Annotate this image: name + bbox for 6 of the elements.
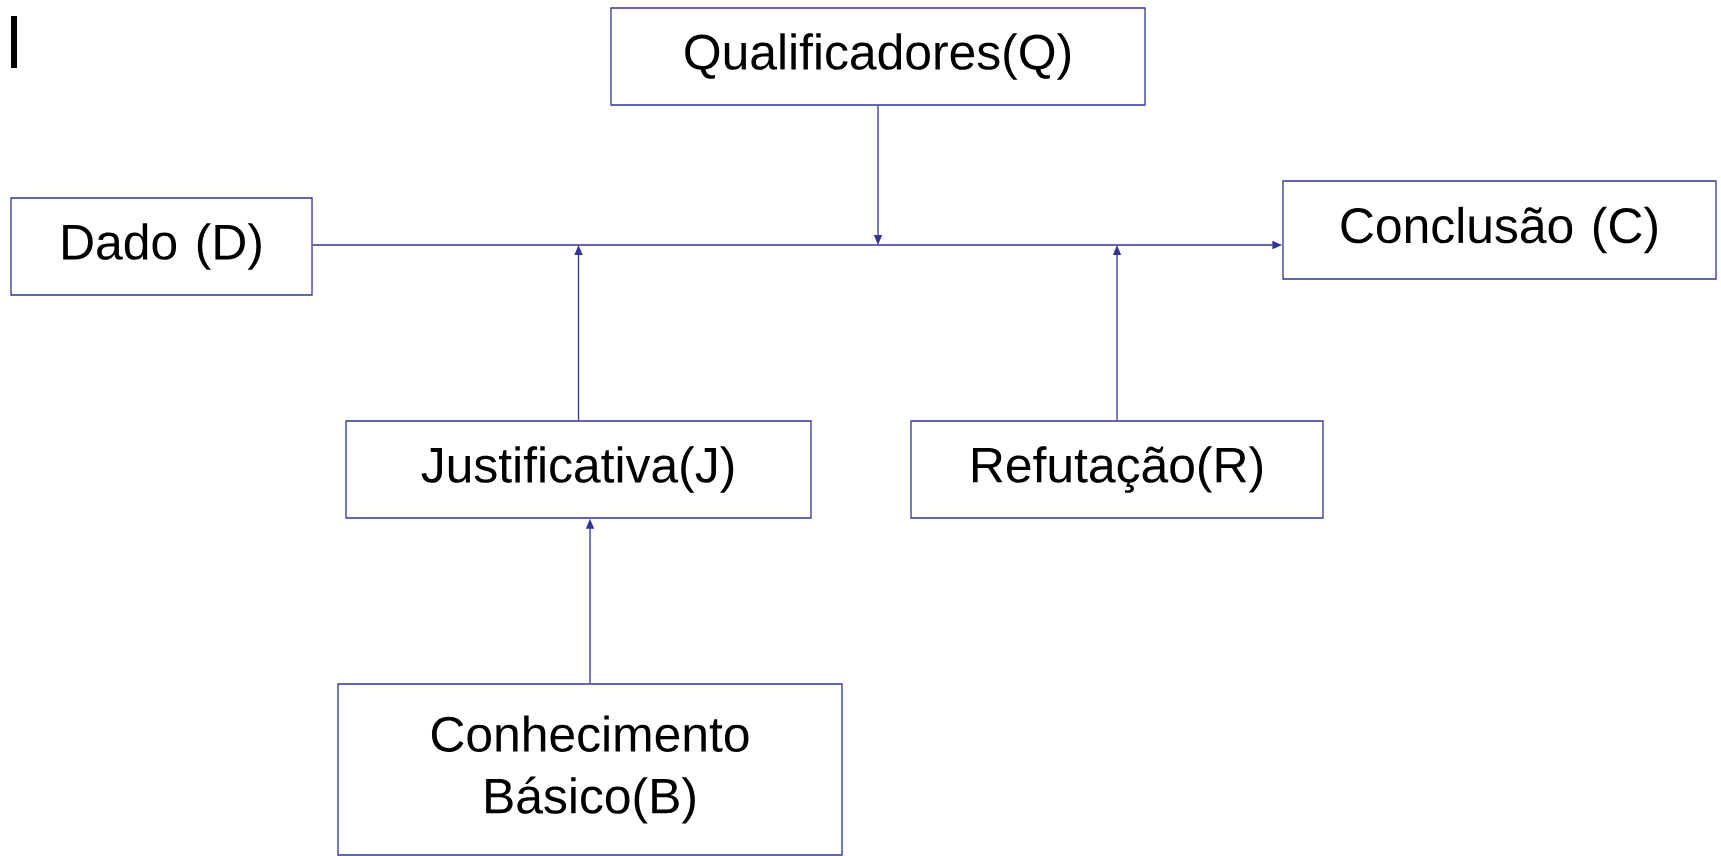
text-box: Conclusão (C) xyxy=(1282,180,1717,280)
text-box: Qualificadores(Q) xyxy=(610,7,1146,106)
text-box: Dado (D) xyxy=(10,197,313,296)
text-box: Refutação(R) xyxy=(910,420,1324,519)
text-box: Conhecimento Básico(B) xyxy=(337,683,843,856)
text-box: Justificativa(J) xyxy=(345,420,812,519)
